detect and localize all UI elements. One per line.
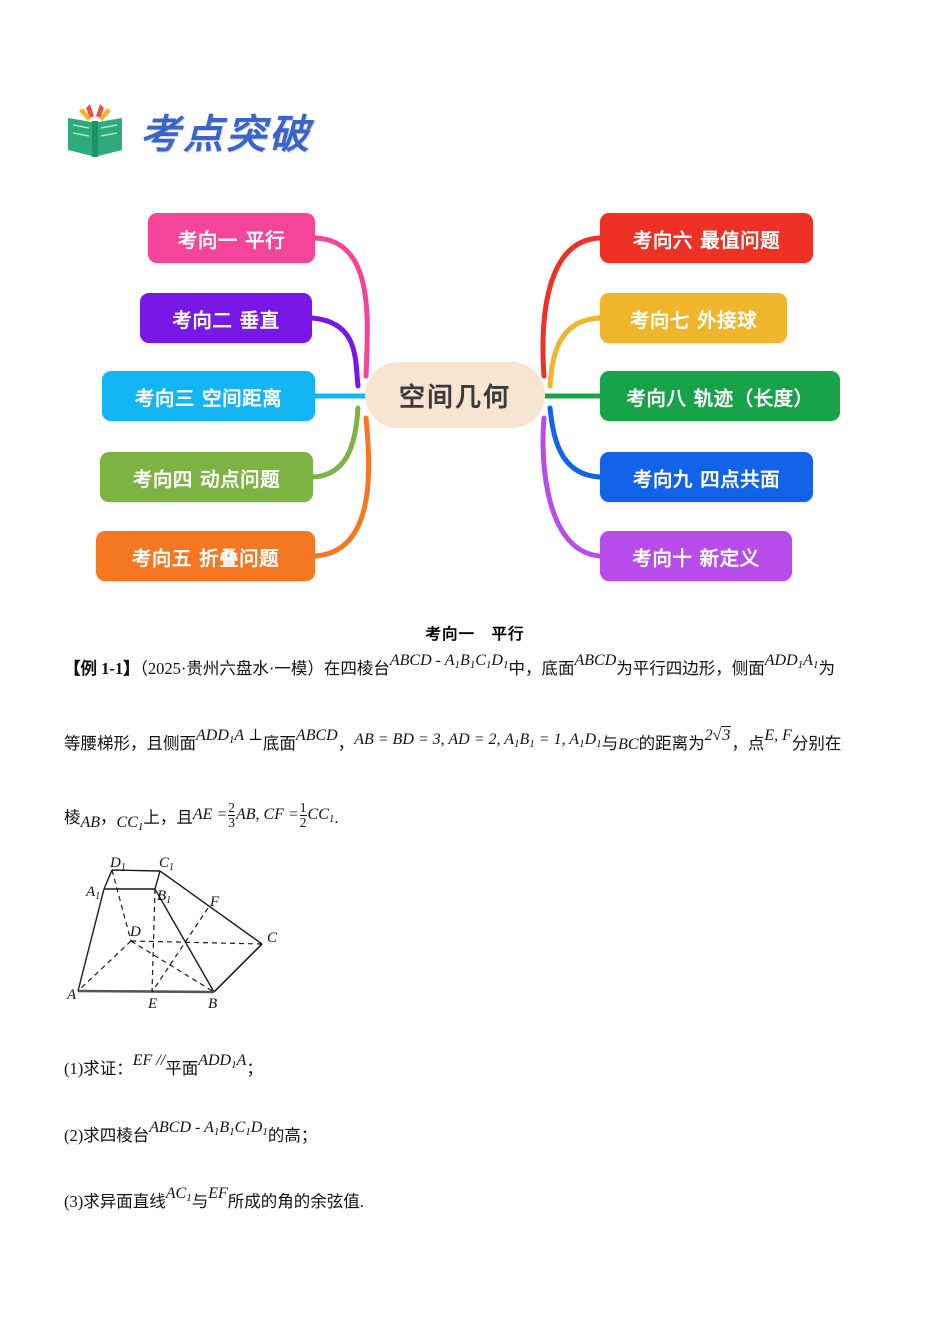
mindmap-node-label: 考向八 轨迹（长度） <box>626 386 814 410</box>
example-tag: 【例 1-1】 <box>64 659 140 678</box>
mindmap-node-right-2[interactable]: 考向七 外接球 <box>600 293 787 343</box>
mindmap-center-label: 空间几何 <box>398 382 511 413</box>
math-ac1: AC <box>165 1185 187 1202</box>
example2-text-b: 底面 <box>262 734 296 753</box>
question-2: (2)求四棱台ABCD - A1B1C1D1的高； <box>64 1119 318 1145</box>
q2-text-b: 的高； <box>267 1126 318 1145</box>
example-line-1: 【例 1-1】（2025·贵州六盘水·一模）在四棱台ABCD - A1B1C1D… <box>64 652 835 678</box>
mindmap-node-right-5[interactable]: 考向十 新定义 <box>600 531 792 581</box>
q1-num: (1) <box>64 1059 84 1078</box>
q2-num: (2) <box>64 1126 84 1145</box>
page-title: 考点突破 <box>140 112 312 158</box>
math-ef-parallel: EF // <box>132 1052 166 1069</box>
q3-text-a: 求异面直线 <box>83 1192 166 1211</box>
figure-label-D: D <box>129 924 141 940</box>
q3-text-c: 所成的角的余弦值. <box>227 1192 364 1211</box>
figure-label-A1: A1 <box>85 884 100 902</box>
example2-text-f: ，点 <box>731 734 765 753</box>
mindmap-node-label: 考向五 折叠问题 <box>131 546 280 570</box>
mindmap-node-label: 考向四 动点问题 <box>132 467 281 491</box>
mindmap-node-label: 考向一 平行 <box>177 228 286 252</box>
mindmap-node-label: 考向二 垂直 <box>172 308 280 332</box>
math-frustum-name: ABCD - A <box>389 652 455 669</box>
mindmap-node-label: 考向七 外接球 <box>629 308 758 332</box>
question-1: (1)求证：EF //平面ADD1A； <box>64 1052 263 1078</box>
mindmap-node-left-5[interactable]: 考向五 折叠问题 <box>96 531 315 581</box>
figure-label-F: F <box>209 894 220 910</box>
section-heading: 考向一 平行 <box>425 625 525 643</box>
example-text-a: 在四棱台 <box>323 659 390 678</box>
mindmap-node-left-1[interactable]: 考向一 平行 <box>148 213 315 263</box>
example2-text-g: 分别在 <box>791 734 842 753</box>
example-text-b: 中，底面 <box>508 659 575 678</box>
mindmap-node-label: 考向三 空间距离 <box>134 386 283 410</box>
figure-label-A: A <box>66 987 77 1003</box>
q3-num: (3) <box>64 1192 84 1211</box>
example3-text-a: 棱 <box>64 808 81 828</box>
mindmap-node-label: 考向六 最值问题 <box>632 228 781 252</box>
mindmap-center-node[interactable]: 空间几何 <box>365 362 545 428</box>
q1-text-c: ； <box>246 1059 263 1078</box>
question-3: (3)求异面直线AC1与EF所成的角的余弦值. <box>64 1185 364 1211</box>
example2-text-a: 等腰梯形，且侧面 <box>64 734 196 753</box>
figure-label-C: C <box>267 930 278 946</box>
frustum-diagram: A B C D A1 B1 C1 D1 E F <box>66 856 278 1012</box>
mindmap-node-left-2[interactable]: 考向二 垂直 <box>140 293 312 343</box>
figure-label-C1: C1 <box>159 856 174 873</box>
figure-label-B: B <box>208 996 217 1012</box>
q2-text-a: 求四棱台 <box>83 1126 150 1145</box>
mindmap-node-right-4[interactable]: 考向九 四点共面 <box>600 452 813 502</box>
example3-text-d: . <box>334 808 339 828</box>
q1-text-a: 求证： <box>83 1059 133 1078</box>
mindmap-node-left-4[interactable]: 考向四 动点问题 <box>100 452 313 502</box>
example3-text-c: 上，且 <box>143 808 193 828</box>
mindmap-node-label: 考向十 新定义 <box>632 546 760 570</box>
example2-text-c: ， <box>337 734 355 753</box>
mindmap-node-left-3[interactable]: 考向三 空间距离 <box>102 371 315 421</box>
example-text-d: 为 <box>818 659 835 678</box>
mindmap-node-label: 考向九 四点共面 <box>632 467 781 491</box>
example2-text-e: 的距离为 <box>638 734 705 753</box>
figure-label-B1: B1 <box>157 888 171 906</box>
figure-label-E: E <box>147 996 157 1012</box>
mindmap-node-right-3[interactable]: 考向八 轨迹（长度） <box>600 371 840 421</box>
example-text-c: 为平行四边形，侧面 <box>616 659 765 678</box>
page-header: 考点突破 <box>64 96 394 166</box>
mindmap-connectors <box>309 235 603 559</box>
math-points-ef: E, F <box>764 727 792 744</box>
example2-text-d: 与 <box>601 734 619 753</box>
example-line-2: 等腰梯形，且侧面ADD1A ⊥底面ABCD，AB = BD = 3, AD = … <box>64 726 842 753</box>
figure-label-D1: D1 <box>109 856 126 873</box>
math-frustum-name-2: ABCD - A <box>149 1119 214 1136</box>
mindmap-node-right-1[interactable]: 考向六 最值问题 <box>600 213 813 263</box>
math-abcd: ABCD <box>574 652 617 669</box>
math-ef: EF <box>208 1185 228 1202</box>
math-ae-ratio: AE = <box>192 806 228 824</box>
q3-text-b: 与 <box>191 1192 209 1211</box>
mindmap: 考向一 平行 考向二 垂直 考向三 空间距离 考向四 动点问题 考向五 折叠问题… <box>0 190 950 610</box>
open-book-icon <box>68 104 122 157</box>
example-source: （2025·贵州六盘水·一模） <box>139 659 324 678</box>
example3-text-b: ， <box>100 808 117 828</box>
math-sqrt-distance: 2√3 <box>704 726 732 744</box>
q1-text-b: 平面 <box>165 1059 199 1078</box>
math-measurements: AB = BD = 3, AD = 2, A <box>354 731 514 748</box>
math-add1a: ADD <box>764 652 798 669</box>
